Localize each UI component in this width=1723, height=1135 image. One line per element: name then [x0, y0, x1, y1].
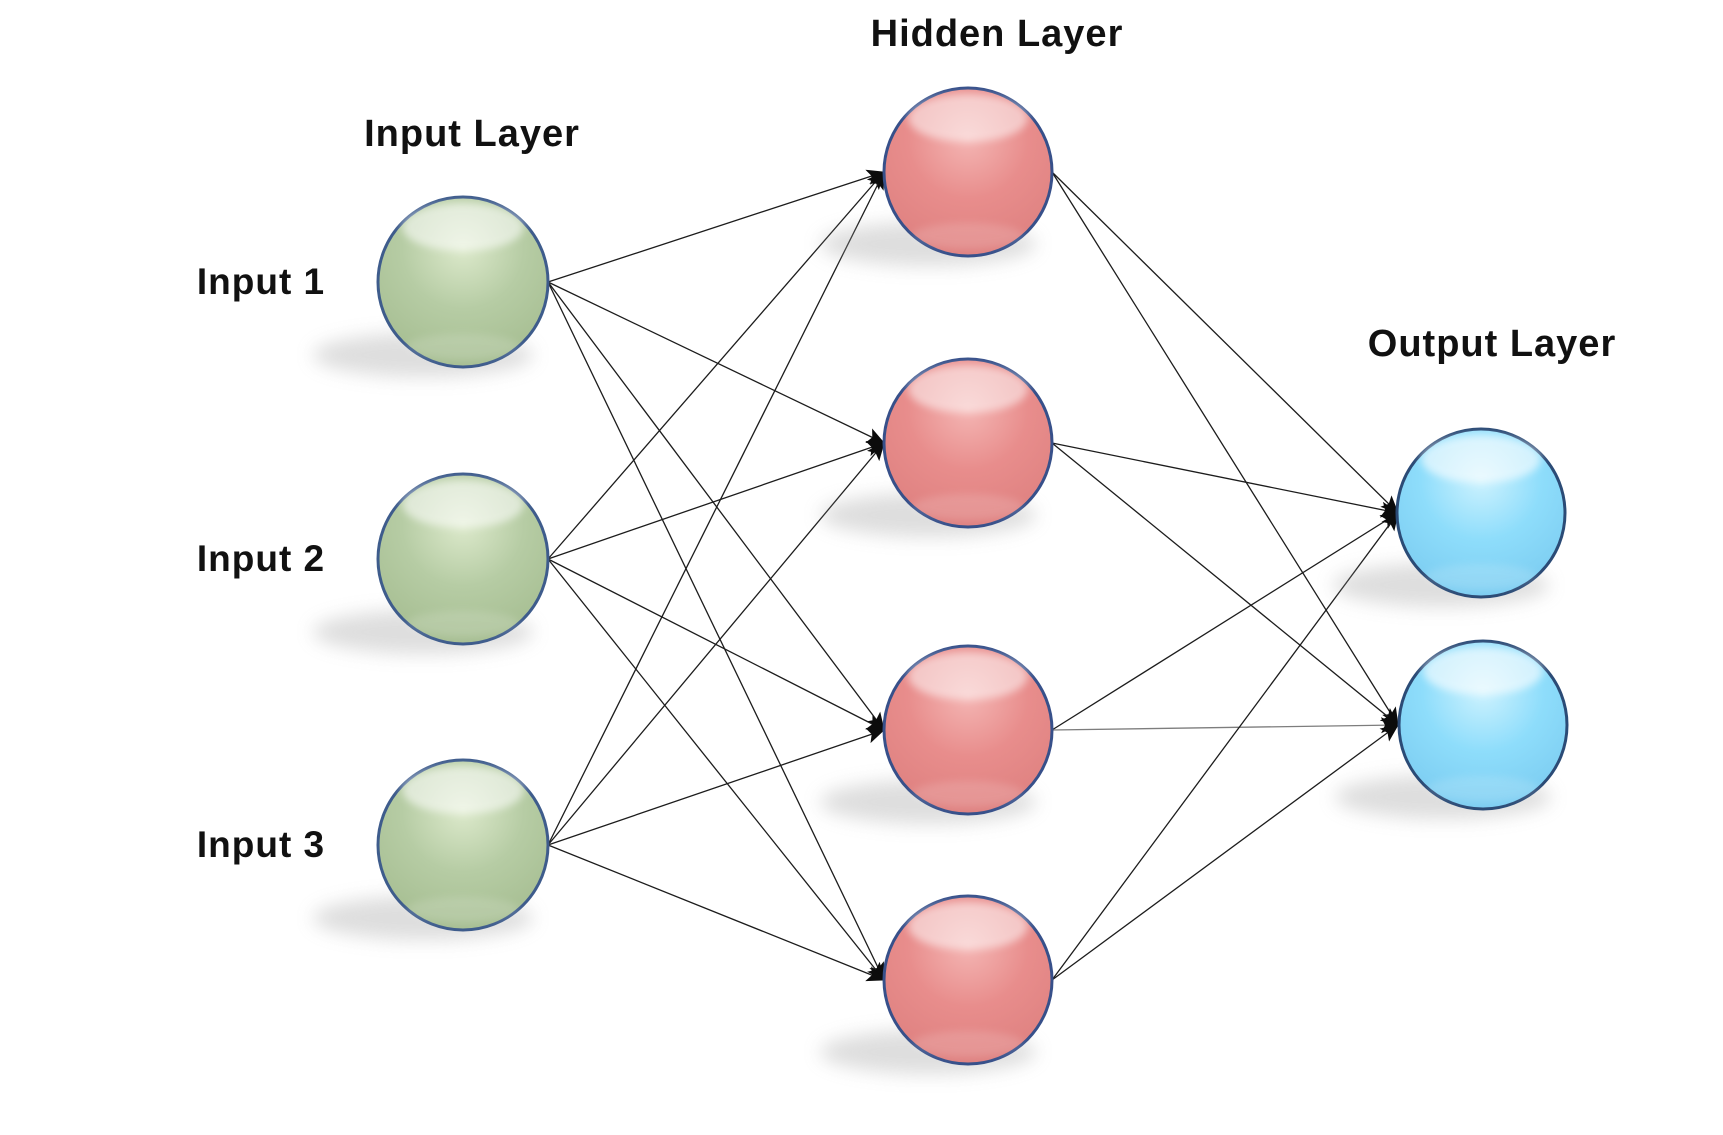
- node-sheen: [912, 1031, 1024, 1057]
- input-node-2: [313, 472, 550, 654]
- node-sheen: [912, 494, 1024, 520]
- node-sheen: [406, 334, 520, 360]
- edge-i2-h2: [547, 440, 885, 560]
- hidden-node-2: [820, 357, 1054, 537]
- input-node-1: [313, 195, 550, 377]
- output-node-2: [1335, 639, 1569, 819]
- edge-h1-o2: [1051, 171, 1399, 726]
- node-gloss: [908, 365, 1028, 413]
- node-gloss: [402, 766, 524, 814]
- title-output-layer: Output Layer: [1368, 323, 1616, 365]
- hidden-node-1: [820, 86, 1054, 266]
- node-sheen: [1425, 564, 1537, 590]
- edge-h4-o2: [1051, 724, 1399, 981]
- node-sheen: [406, 611, 520, 637]
- edge-h2-o1: [1051, 442, 1399, 518]
- edge-i1-h3: [547, 281, 885, 731]
- input-node-3: [313, 758, 550, 940]
- edge-h1-o1: [1051, 171, 1399, 514]
- edge-i1-h1: [547, 169, 885, 283]
- input-layer-nodes: [313, 195, 550, 940]
- node-sheen: [406, 897, 520, 923]
- edge-i1-h4: [547, 281, 885, 981]
- output-node-1: [1333, 427, 1567, 607]
- edge-i3-h3: [547, 727, 885, 846]
- edge-h3-o2: [1051, 717, 1399, 734]
- edge-i3-h1: [547, 171, 885, 846]
- node-gloss: [908, 94, 1028, 142]
- label-input-2: Input 2: [197, 538, 325, 579]
- node-gloss: [908, 652, 1028, 700]
- label-input-1: Input 1: [197, 261, 325, 302]
- title-hidden-layer: Hidden Layer: [871, 13, 1124, 55]
- hidden-layer-nodes: [820, 86, 1054, 1074]
- edge-i1-h2: [547, 281, 885, 444]
- node-gloss: [402, 480, 524, 528]
- hidden-node-3: [820, 644, 1054, 824]
- node-gloss: [1421, 435, 1541, 483]
- edge-i3-h4: [547, 844, 885, 982]
- node-gloss: [402, 203, 524, 251]
- node-gloss: [908, 902, 1028, 950]
- label-input-3: Input 3: [197, 824, 325, 865]
- node-sheen: [912, 781, 1024, 807]
- edge-h2-o2: [1051, 442, 1399, 726]
- title-input-layer: Input Layer: [364, 113, 580, 155]
- output-layer-nodes: [1333, 427, 1569, 819]
- hidden-node-4: [820, 894, 1054, 1074]
- node-sheen: [912, 223, 1024, 249]
- node-gloss: [1423, 647, 1543, 695]
- node-sheen: [1427, 776, 1539, 802]
- edge-i2-h4: [547, 558, 885, 981]
- edge-h3-o1: [1051, 512, 1399, 731]
